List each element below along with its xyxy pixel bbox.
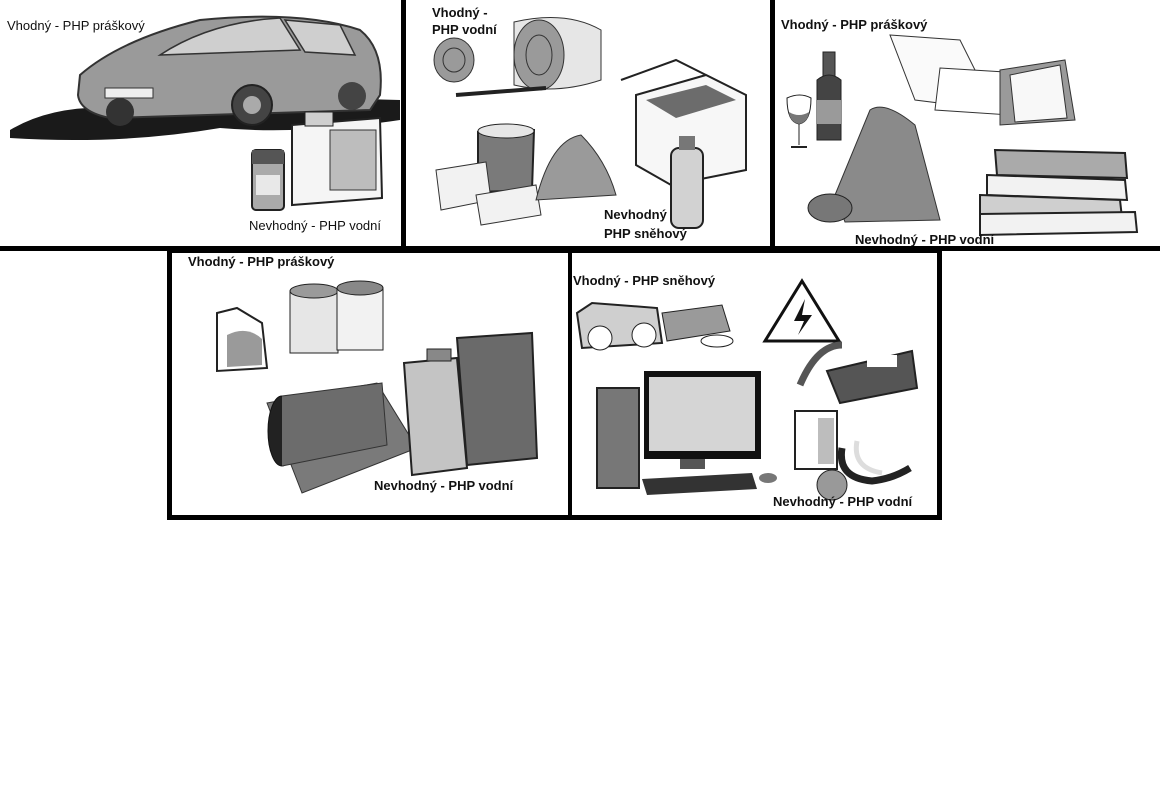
jerrycan-icon [402,331,539,477]
wine-bottle-icon [816,51,842,141]
spray-bottle-icon [670,136,704,229]
label-unsuitable-line2: PHP sněhový [604,226,687,241]
fuel-canister-icon [291,111,384,207]
label-suitable: Vhodný - PHP práškový [7,18,145,33]
car-scene [10,15,400,211]
label-suitable-line1: Vhodný - [432,5,488,20]
books-stack-icon [979,148,1139,237]
oil-bottle-icon [216,306,269,373]
high-voltage-warning-icon [762,278,842,343]
computer-icon [596,371,777,495]
label-unsuitable: Nevhodný - PHP vodní [773,494,913,509]
telephone-icon [796,341,919,405]
sand-pile-icon [535,134,617,201]
hay-bale-icon [433,17,602,97]
panel-electronics: Vhodný - PHP sněhový Nevhodný - PHP vodn… [572,253,937,515]
panel-books: Vhodný - PHP práškový Nevhodný - PHP vod… [775,0,1160,246]
label-unsuitable: Nevhodný - PHP vodní [374,478,514,493]
label-unsuitable: Nevhodný - PHP vodní [249,218,381,233]
panel-hay: Vhodný - PHP vodní Nevhodný PHP sněhový [406,0,770,246]
bananas-icon [837,440,912,485]
label-suitable-line2: PHP vodní [432,22,497,37]
hay-scene [433,17,747,229]
car-icon [76,15,382,126]
toaster-icon [794,410,848,501]
label-unsuitable-line1: Nevhodný [604,207,667,222]
label-suitable: Vhodný - PHP práškový [188,254,335,269]
spray-can-icon [251,149,285,211]
label-suitable: Vhodný - PHP sněhový [573,273,716,288]
dvd-player-icon [661,304,734,348]
wine-glass-icon [786,94,812,148]
label-unsuitable: Nevhodný - PHP vodní [855,232,995,246]
paint-cans-icon [289,280,384,354]
panel-paint: Vhodný - PHP práškový Nevhodný - PHP vod… [172,253,568,515]
carpet-roll-icon [807,106,941,223]
papers-icon [889,34,1076,126]
cardboard-box-icon [620,58,747,187]
books-scene [786,34,1139,237]
label-suitable: Vhodný - PHP práškový [781,17,928,32]
panel-car: Vhodný - PHP práškový Nevhodný - PHP vod… [0,0,401,246]
wood-stump-icon [435,123,542,226]
electronics-scene [575,278,919,501]
floor-roll-icon [266,382,418,494]
radio-icon [575,301,664,351]
paint-scene [216,280,539,494]
